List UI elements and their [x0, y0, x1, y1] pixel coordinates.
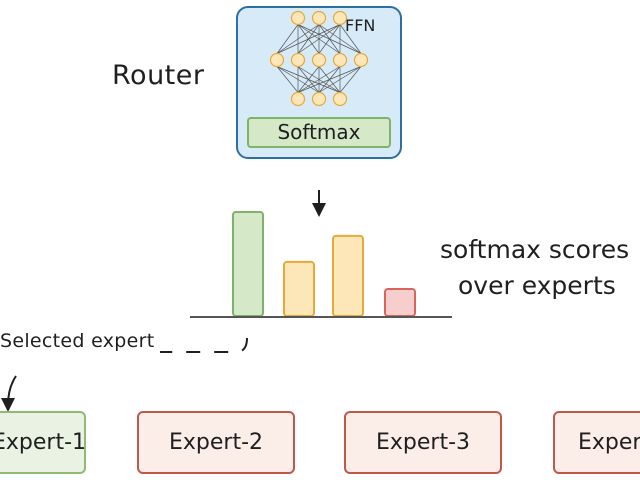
ffn-neuron-1-4 [353, 52, 369, 68]
ffn-edge [276, 24, 341, 54]
score-bar-2 [283, 260, 315, 318]
ffn-neuron-1-3 [332, 52, 348, 68]
expert-3-box: Expert-3 [344, 411, 502, 474]
score-bar-4 [384, 287, 416, 317]
softmax-box: Softmax [247, 117, 391, 148]
scores-label: softmax scores over experts [440, 232, 629, 304]
ffn-edges [276, 24, 362, 93]
ffn-network-diagram [269, 10, 369, 107]
ffn-neuron-2-0 [290, 91, 306, 107]
score-bar-3 [332, 234, 364, 317]
expert-2-box: Expert-2 [137, 411, 295, 474]
ffn-neuron-0-1 [311, 10, 327, 26]
scores-label-line2: over experts [458, 271, 616, 300]
ffn-label: FFN [345, 16, 376, 35]
ffn-edge [297, 66, 341, 93]
ffn-neuron-0-0 [290, 10, 306, 26]
ffn-edge [339, 66, 362, 93]
ffn-edge [276, 24, 320, 54]
ffn-edge [297, 66, 362, 93]
selected-expert-arrow [1, 375, 17, 412]
ffn-edge [318, 24, 341, 54]
selected-expert-label: Selected expert [0, 330, 155, 352]
score-bars [232, 211, 416, 318]
selected-expert-connector [160, 337, 248, 353]
ffn-neuron-0-2 [332, 10, 348, 26]
scores-label-line1: softmax scores [440, 235, 630, 264]
ffn-neuron-2-1 [311, 91, 327, 107]
ffn-neuron-2-2 [332, 91, 348, 107]
ffn-neuron-1-2 [311, 52, 327, 68]
expert-1-box: Expert-1 [0, 411, 86, 474]
expert-4-box: Expert-4 [553, 411, 640, 474]
ffn-edge [339, 24, 362, 54]
ffn-edge [276, 66, 299, 93]
ffn-edge [297, 24, 341, 54]
ffn-neuron-1-0 [269, 52, 285, 68]
router-label: Router [112, 60, 205, 91]
ffn-edge [276, 24, 299, 54]
ffn-neurons [269, 10, 369, 107]
ffn-edge [318, 66, 362, 93]
ffn-neuron-1-1 [290, 52, 306, 68]
score-bar-1 [232, 211, 264, 317]
ffn-edge [297, 66, 320, 93]
